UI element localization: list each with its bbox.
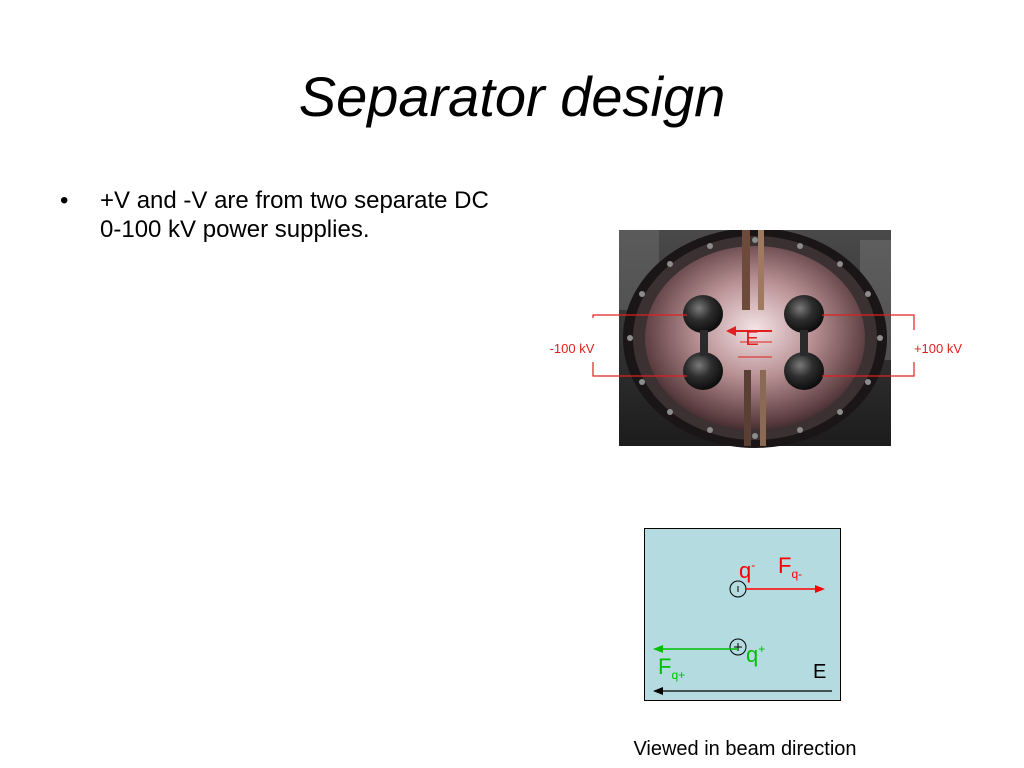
right-bracket-bottom	[822, 362, 915, 377]
q-plus-label: q+	[746, 642, 765, 667]
voltage-annotations	[592, 314, 915, 377]
bullet-text: +V and -V are from two separate DC 0-100…	[100, 187, 489, 243]
F-q-minus-label: Fq-	[778, 553, 802, 581]
left-bracket-top	[592, 314, 687, 318]
bullet-marker: •	[60, 187, 69, 214]
q-minus-label: q-	[739, 558, 755, 583]
left-bracket-bottom	[592, 362, 687, 377]
diagram-background	[644, 528, 841, 701]
force-diagram: q- Fq- q+ Fq+ E	[644, 528, 842, 702]
separator-photo-figure: -100 kV +100 kV E	[530, 228, 980, 450]
separator-photo-svg: -100 kV +100 kV E	[550, 228, 962, 448]
positive-charge-marker	[729, 638, 747, 656]
right-voltage-label: +100 kV	[914, 341, 962, 356]
bullet-item: • +V and -V are from two separate DC 0-1…	[60, 186, 500, 244]
F-q-plus-label: Fq+	[658, 654, 685, 682]
right-bracket-top	[822, 314, 915, 330]
bullet-list: • +V and -V are from two separate DC 0-1…	[60, 186, 500, 244]
vacuum-chamber-photo	[619, 228, 891, 448]
figure-caption: Viewed in beam direction	[633, 738, 857, 760]
photo-field-label: E	[745, 328, 758, 350]
left-voltage-label: -100 kV	[550, 341, 595, 356]
force-diagram-svg: q- Fq- q+ Fq+ E	[644, 528, 841, 701]
diagram-field-label: E	[813, 661, 826, 683]
slide-title: Separator design	[298, 65, 726, 128]
